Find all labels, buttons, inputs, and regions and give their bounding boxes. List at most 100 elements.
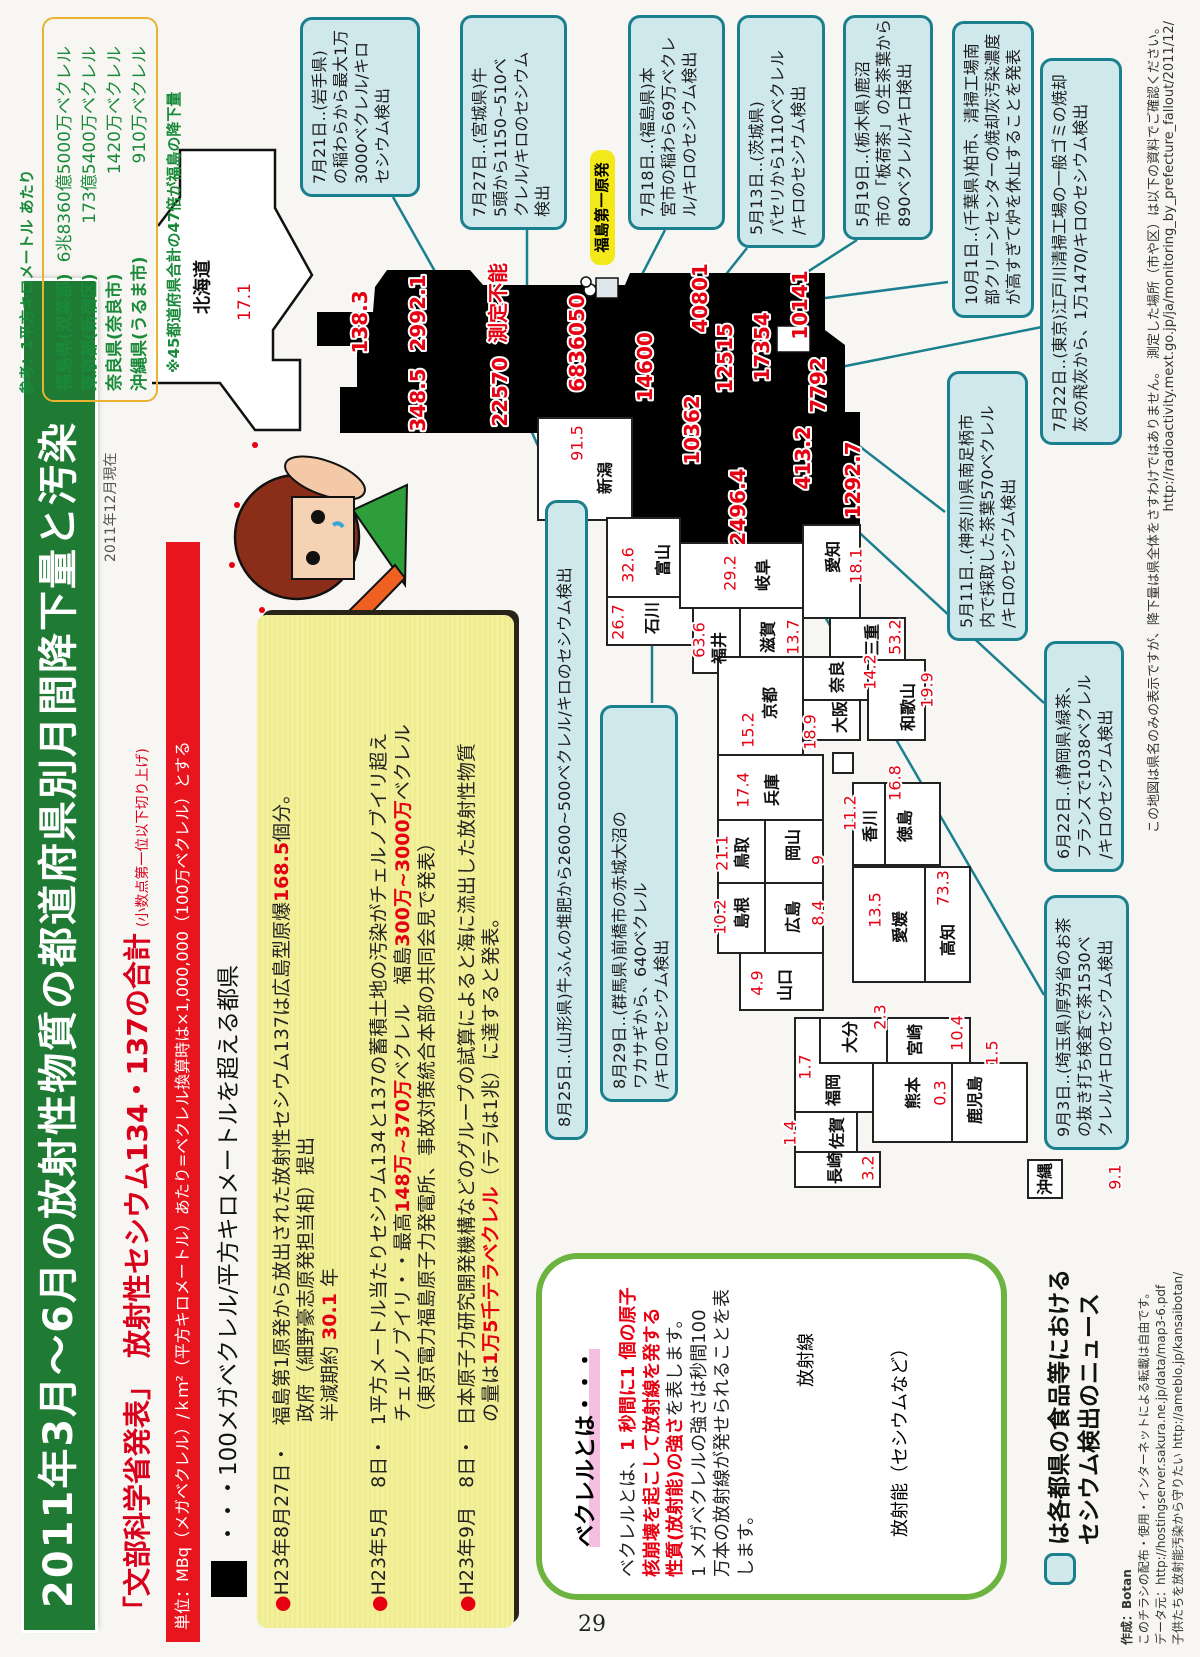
news-callout-shizuoka: 6月22日‥(静岡県)緑茶、フランスで1038ベクレル/キロのセシウム検出 (1044, 641, 1124, 872)
news-callout-yamagata: 8月25日‥(山形県)牛ふんの堆肥から2600~500ベクレル/キロのセシウム検… (545, 500, 588, 1140)
news-callout-line: 10月1日‥(千葉県)柏市、清掃工場南 (962, 43, 981, 305)
prefecture-value: 10.2 (711, 899, 730, 935)
fact-line: 政府（細野豪志原発担当相）提出 (294, 1137, 318, 1422)
prefecture-value: 32.6 (619, 547, 638, 583)
high-value-label: 10362 (680, 395, 704, 465)
news-callout-line: 6月22日‥(静岡県)緑茶、 (1054, 677, 1073, 859)
news-callout-fukushima: 7月18日‥(福島県)本宮市の稲わら69万ベクレル/キロのセシウム検出 (628, 15, 725, 230)
prefecture-value: 21.1 (713, 835, 732, 871)
prefecture-value: 63.6 (690, 622, 709, 658)
news-callout-kanagawa: 5月11日‥(神奈川)県南足柄市内で採取した茶葉570ベクレル/キロのセシウム検… (947, 371, 1028, 641)
becquerel-line: 核崩壊を起こして放射線を発する (642, 1308, 664, 1577)
news-callout-line: 7月22日‥(東京)江戸川清掃工場の一般ゴミの焼却 (1050, 74, 1069, 432)
prefecture-name: 沖縄 (1036, 1163, 1055, 1195)
text-segment: します。 (735, 1506, 757, 1577)
news-callout-line: 7月27日‥(宮城県)牛 (470, 67, 489, 217)
reference-heading: 参考：1平方キロメートル あたり (18, 169, 36, 395)
fact-line: ●H23年5月 8日・1平方メートル当たりセシウム134と137の蓄積土地の汚染… (367, 733, 391, 1612)
prefecture-name: 奈良 (828, 661, 847, 694)
page-title: 2011年3月～6月の放射性物質の都道府県別月間降下量と汚染 (24, 281, 95, 1630)
subtitle-main: 「文部科学省発表」 放射性セシウム134・137の合計 (121, 933, 154, 1624)
news-callout-line: 5月19日‥(栃木県)鹿沼 (853, 61, 872, 227)
news-callout-line: が高すぎて炉を休止することを発表 (1004, 48, 1023, 305)
prefecture-box (739, 952, 824, 1011)
prefecture-name: 岐阜 (754, 559, 773, 591)
subtitle-note: (小数点第一位以下切り上げ) (135, 748, 151, 928)
news-callout-saitama: 9月3日‥(埼玉県)厚労省のお茶の抜き打ち検査で茶1530ベクレル/キロのセシウ… (1044, 895, 1129, 1150)
text-segment: 1平方メートル当たりセシウム134と137の蓄積土地の汚染がチェルノブイリ超え (368, 732, 390, 1426)
prefecture-box (852, 866, 926, 983)
fact-line: ●H23年8月27日・福島第1原発から放出された放射性セシウム137は広島型原爆… (270, 785, 294, 1612)
highlight-text: 1 秒間に1 個の原子 (618, 1287, 639, 1451)
prefecture-value: 13.7 (784, 619, 803, 655)
high-value-label: 348.5 (406, 368, 430, 431)
high-value-label: 22570 (488, 357, 512, 427)
prefecture-value: 10.4 (948, 1015, 967, 1051)
news-callout-line: 7月21日‥(岩手県) (310, 50, 329, 184)
prefecture-name: 高知 (939, 924, 958, 956)
news-callout-line: /キロのセシウム検出 (652, 939, 671, 1089)
news-callout-line: 7月18日‥(福島県)本 (638, 67, 657, 217)
legend-black-description: ・・・100メガベクレル/平方キロメートルを超える都県 (216, 965, 242, 1545)
news-callout-line: ワカサギから、640ベクレル (631, 882, 650, 1089)
fact-line: の量は1万5千テラベクレル（テラは1兆）に達すると発表。 (479, 908, 503, 1422)
news-callout-line: の抜き打ち検査で茶1530ベ (1075, 936, 1094, 1137)
credit-data-source: データ元：http://hostingserver.sakura.ne.jp/d… (1154, 1284, 1168, 1645)
news-callout-line: 検出 (533, 184, 552, 217)
prefecture-value: 0.3 (931, 1080, 950, 1105)
text-segment: 年 (319, 1268, 341, 1294)
reference-note: ※45都道府県合計の47倍が福島の降下量 (165, 91, 183, 373)
high-value-label: 12515 (713, 323, 737, 393)
prefecture-value: 29.2 (721, 555, 740, 591)
highlight-text: 148万~370万 (392, 1079, 414, 1213)
news-callout-line: /キロのセシウム検出 (789, 85, 808, 235)
prefecture-value: 15.2 (739, 712, 758, 748)
high-value-label: 1292.7 (841, 441, 865, 518)
text-segment: 個分。 (271, 784, 293, 842)
prefecture-box (951, 1062, 1028, 1143)
fact-line: ●H23年9月 8日・日本原子力研究開発機構などのグループの試算によると海に流出… (455, 743, 479, 1612)
high-value-label: 6836050 (565, 294, 589, 391)
text-segment: を表します。 (665, 1310, 686, 1417)
prefecture-name: 鹿児島 (966, 1076, 985, 1124)
news-callout-line: /キロのセシウム検出 (1096, 709, 1115, 859)
news-callout-line: の稲わらから最大1万 (331, 29, 350, 184)
reference-row: 沖縄県(うるま市)910万ベクレル (125, 46, 150, 391)
news-legend-line-1: は各都県の食品等における (1047, 1269, 1073, 1545)
news-callout-line: 部クリーンセンターの焼却灰汚染濃度 (983, 33, 1002, 305)
news-callout-line: /キロのセシウム検出 (999, 478, 1018, 628)
text-segment: の量は (480, 1364, 502, 1422)
becquerel-line: 性質(放射能)の強さを表します。 (665, 1310, 687, 1577)
becquerel-line: します。 (736, 1507, 758, 1577)
prefecture-value: 17.4 (734, 772, 753, 808)
prefecture-name: 愛媛 (891, 910, 910, 943)
news-callout-chiba: 10月1日‥(千葉県)柏市、清掃工場南部クリーンセンターの焼却灰汚染濃度が高すぎ… (952, 21, 1034, 318)
prefecture-box (606, 517, 681, 598)
reference-row: 福島県(双葉郡)6兆8360億5000万ベクレル (50, 46, 75, 391)
news-callout-line: 9月3日‥(埼玉県)厚労省のお茶 (1054, 917, 1073, 1137)
becquerel-explainer-box (536, 1253, 1007, 1600)
footer-note: この地図は県名のみの表示ですが、降下量は県全体をさすわけではありません。 測定し… (1147, 21, 1162, 833)
credit-blog: 子供たちを放射能汚染から守りたい http://ameblo.jp/kansai… (1171, 1271, 1185, 1645)
prefecture-name: 福井 (710, 632, 729, 665)
news-callout-line: 3000ベクレル/キロ (352, 41, 371, 184)
fact-line: チェルノブイリ・・最高148万~370万ベクレル 福島300万~3000万ベクレ… (391, 724, 415, 1422)
text-segment: （テラは1兆）に達すると発表。 (480, 908, 502, 1187)
high-contamination-region (317, 270, 860, 543)
connector-line-chiba (809, 280, 949, 302)
news-legend-icon (1044, 1553, 1076, 1585)
news-legend-line-2: セシウム検出のニュース (1077, 1293, 1103, 1545)
prefecture-name: 佐賀 (828, 1117, 847, 1150)
nuclear-plant-icon (580, 276, 619, 299)
text-segment: 万本の放射線が発せられることを表 (712, 1289, 733, 1577)
news-callout-line: 5頭から1150~510ベ (491, 58, 510, 217)
prefecture-box (1027, 1159, 1063, 1199)
prefecture-box (739, 607, 804, 658)
legend-black-square-icon (211, 1561, 247, 1597)
prefecture-value: 1.7 (796, 1054, 815, 1079)
becquerel-line: 1 メガベクレルの強さは秒間100 (689, 1309, 711, 1577)
